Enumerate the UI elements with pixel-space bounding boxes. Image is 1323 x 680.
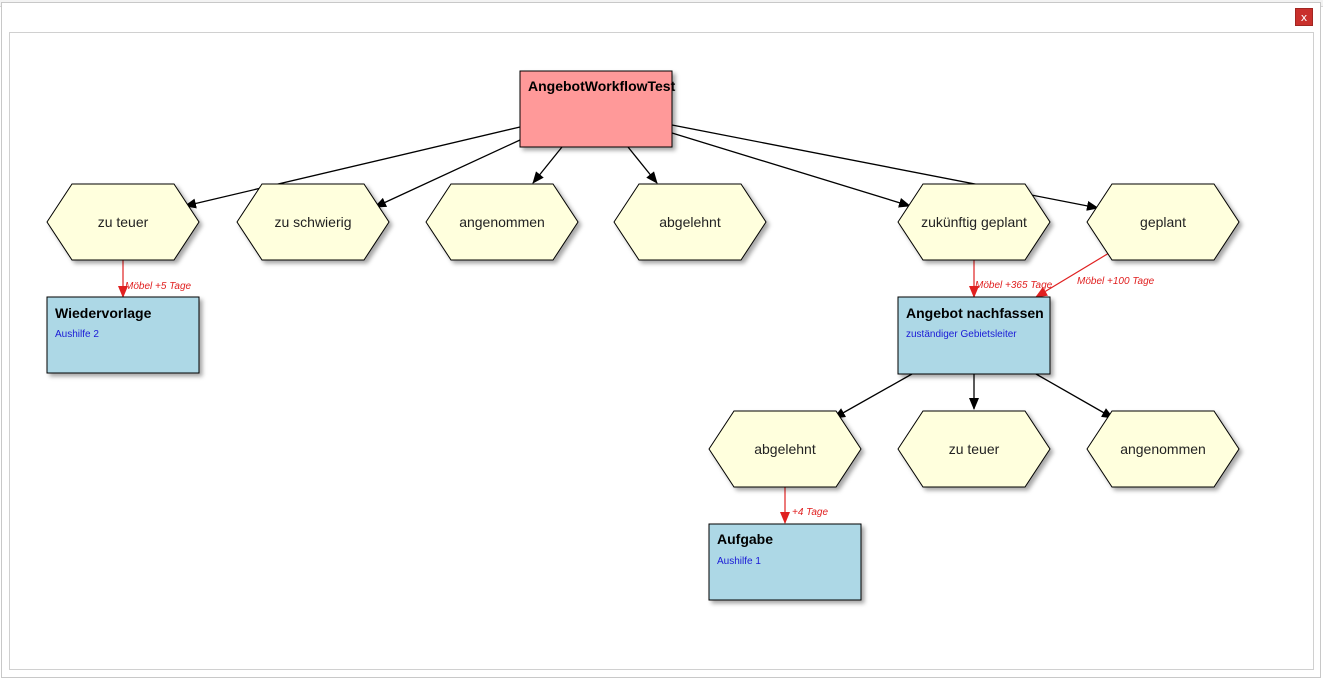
- edge-root-zu-schwierig: [374, 139, 521, 208]
- task-nachfassen-title: Angebot nachfassen: [906, 305, 1044, 321]
- hex2-abgelehnt[interactable]: abgelehnt: [708, 410, 862, 488]
- edge-root-zukuenftig: [671, 132, 911, 208]
- hex-abgelehnt[interactable]: abgelehnt: [613, 183, 767, 261]
- hex-geplant[interactable]: geplant: [1086, 183, 1240, 261]
- hex2-abgelehnt-label: abgelehnt: [754, 441, 816, 457]
- task-aufgabe-subtitle: Aushilfe 1: [717, 556, 761, 567]
- task-wiedervorlage[interactable]: Wiedervorlage Aushilfe 2: [46, 296, 200, 374]
- edge-nachfassen-angenommen: [1035, 373, 1114, 419]
- close-icon: x: [1300, 11, 1308, 24]
- hex-zukuenftig-geplant[interactable]: zukünftig geplant: [897, 183, 1051, 261]
- hex-zukuenftig-label: zukünftig geplant: [921, 214, 1027, 230]
- hex-angenommen[interactable]: angenommen: [425, 183, 579, 261]
- hex2-zu-teuer-label: zu teuer: [949, 441, 1000, 457]
- hex-zu-teuer-label: zu teuer: [98, 214, 149, 230]
- hex2-angenommen[interactable]: angenommen: [1086, 410, 1240, 488]
- hex2-angenommen-label: angenommen: [1120, 441, 1206, 457]
- edge-geplant-nachfassen: [1035, 249, 1115, 298]
- task-wiedervorlage-title: Wiedervorlage: [55, 305, 152, 321]
- hex2-zu-teuer[interactable]: zu teuer: [897, 410, 1051, 488]
- hex-angenommen-label: angenommen: [459, 214, 545, 230]
- edge-nachfassen-abgelehnt: [833, 373, 913, 419]
- task-angebot-nachfassen[interactable]: Angebot nachfassen zuständiger Gebietsle…: [897, 296, 1051, 375]
- edge-label-zukuenftig: Möbel +365 Tage: [975, 280, 1053, 291]
- task-aufgabe-title: Aufgabe: [717, 531, 773, 547]
- task-wiedervorlage-subtitle: Aushilfe 2: [55, 329, 99, 340]
- task-aufgabe[interactable]: Aufgabe Aushilfe 1: [708, 523, 862, 601]
- root-node[interactable]: AngebotWorkflowTest: [519, 70, 676, 148]
- hex-zu-schwierig[interactable]: zu schwierig: [236, 183, 390, 261]
- hex-geplant-label: geplant: [1140, 214, 1186, 230]
- task-nachfassen-subtitle: zuständiger Gebietsleiter: [906, 329, 1017, 340]
- root-node-title: AngebotWorkflowTest: [528, 78, 676, 94]
- hex-zu-schwierig-label: zu schwierig: [274, 214, 351, 230]
- edge-root-zu-teuer: [184, 126, 521, 209]
- edge-root-angenommen: [532, 146, 563, 184]
- edge-label-geplant: Möbel +100 Tage: [1077, 276, 1155, 287]
- hex-zu-teuer[interactable]: zu teuer: [46, 183, 200, 261]
- edge-label-aufgabe: +4 Tage: [792, 507, 828, 518]
- edge-root-abgelehnt: [627, 146, 658, 184]
- hex-abgelehnt-label: abgelehnt: [659, 214, 721, 230]
- close-button[interactable]: x: [1295, 8, 1313, 26]
- edge-label-wiedervorlage: Möbel +5 Tage: [125, 281, 192, 292]
